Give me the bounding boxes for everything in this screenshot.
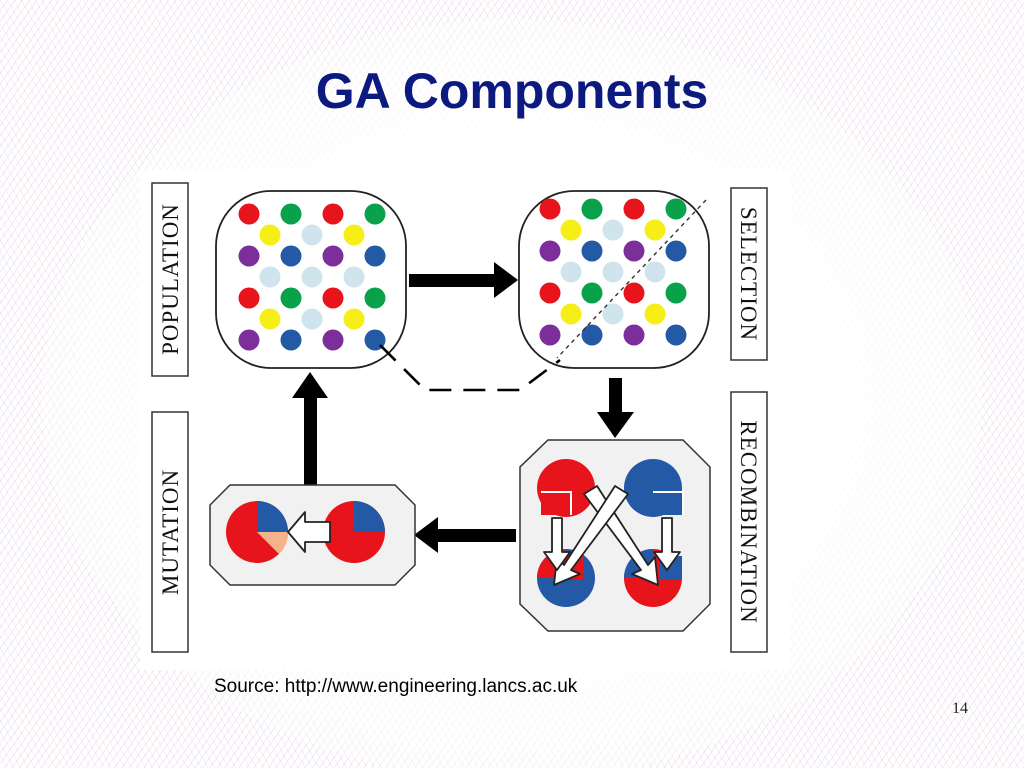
individual-yellow bbox=[560, 219, 582, 241]
recombination-label: RECOMBINATION bbox=[736, 420, 761, 623]
individual-purple bbox=[238, 329, 260, 351]
arrow-recombination-to-mutation bbox=[414, 517, 516, 553]
individual-light_blue bbox=[301, 224, 323, 246]
individual-blue bbox=[665, 240, 687, 262]
individual-purple bbox=[623, 324, 645, 346]
individual-blue bbox=[581, 324, 603, 346]
individual-red bbox=[539, 198, 561, 220]
individual-blue bbox=[280, 329, 302, 351]
mutated-chromosome bbox=[226, 501, 289, 563]
arrow-population-to-selection bbox=[409, 262, 518, 298]
individual-red bbox=[623, 198, 645, 220]
individual-purple bbox=[322, 329, 344, 351]
individual-light_blue bbox=[301, 308, 323, 330]
individual-purple bbox=[322, 245, 344, 267]
individual-green bbox=[665, 198, 687, 220]
individual-blue bbox=[581, 240, 603, 262]
individual-purple bbox=[539, 240, 561, 262]
individual-blue bbox=[280, 245, 302, 267]
selection-label-box: SELECTION bbox=[730, 187, 768, 361]
individual-light_blue bbox=[602, 303, 624, 325]
individual-green bbox=[581, 282, 603, 304]
mutation-arrow bbox=[287, 511, 331, 553]
individual-red bbox=[238, 287, 260, 309]
original-chromosome bbox=[323, 501, 385, 563]
individual-light_blue bbox=[644, 261, 666, 283]
individual-red bbox=[238, 203, 260, 225]
parent-chromosome-red bbox=[537, 459, 595, 517]
source-citation: Source: http://www.engineering.lancs.ac.… bbox=[214, 676, 578, 697]
recombination-label-box: RECOMBINATION bbox=[730, 391, 768, 653]
population-individuals bbox=[238, 203, 386, 351]
individual-light_blue bbox=[560, 261, 582, 283]
individual-blue bbox=[665, 324, 687, 346]
individual-green bbox=[364, 287, 386, 309]
individual-yellow bbox=[644, 219, 666, 241]
individual-blue bbox=[364, 245, 386, 267]
individual-yellow bbox=[259, 308, 281, 330]
discarded-individuals-path bbox=[379, 344, 561, 392]
individual-green bbox=[280, 203, 302, 225]
slide-title: GA Components bbox=[315, 63, 709, 119]
individual-green bbox=[280, 287, 302, 309]
individual-red bbox=[539, 282, 561, 304]
page-number: 14 bbox=[952, 700, 968, 717]
individual-yellow bbox=[343, 308, 365, 330]
arrow-selection-to-recombination bbox=[597, 378, 634, 438]
individual-light_blue bbox=[602, 219, 624, 241]
individual-green bbox=[364, 203, 386, 225]
individual-green bbox=[581, 198, 603, 220]
individual-yellow bbox=[343, 224, 365, 246]
selection-individuals bbox=[539, 198, 687, 346]
individual-light_blue bbox=[343, 266, 365, 288]
population-label-box: POPULATION bbox=[151, 182, 189, 377]
individual-green bbox=[665, 282, 687, 304]
individual-red bbox=[322, 203, 344, 225]
individual-purple bbox=[623, 240, 645, 262]
individual-red bbox=[623, 282, 645, 304]
individual-purple bbox=[539, 324, 561, 346]
crossover-arrows bbox=[543, 485, 681, 586]
individual-yellow bbox=[259, 224, 281, 246]
individual-light_blue bbox=[602, 261, 624, 283]
individual-yellow bbox=[560, 303, 582, 325]
individual-light_blue bbox=[259, 266, 281, 288]
individual-yellow bbox=[644, 303, 666, 325]
arrow-mutation-to-population bbox=[292, 372, 328, 486]
mutation-label: MUTATION bbox=[158, 469, 183, 595]
individual-light_blue bbox=[301, 266, 323, 288]
individual-red bbox=[322, 287, 344, 309]
mutation-label-box: MUTATION bbox=[151, 411, 189, 653]
population-label: POPULATION bbox=[158, 203, 183, 355]
individual-purple bbox=[238, 245, 260, 267]
parent-chromosome-blue bbox=[624, 459, 684, 517]
selection-label: SELECTION bbox=[736, 207, 761, 341]
